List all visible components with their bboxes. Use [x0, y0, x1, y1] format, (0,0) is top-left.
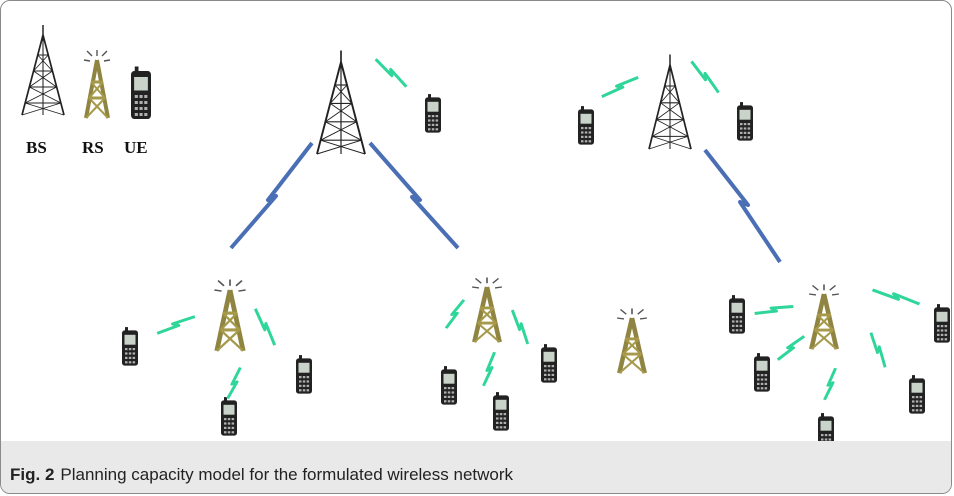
- backhaul-link-bs2-rs4: [703, 148, 782, 264]
- caption-text: Planning capacity model for the formulat…: [60, 465, 514, 484]
- ue-bs2-right-icon: [737, 102, 753, 141]
- access-link-rs4-ue-2: [776, 329, 806, 367]
- backhaul-link-bs1-rs2: [368, 141, 460, 250]
- legend-relay-station-icon: [82, 48, 112, 120]
- legend-base-station-icon: [21, 24, 65, 116]
- relay-station-2-icon: [472, 278, 502, 343]
- access-link-bs1-ue: [369, 57, 413, 89]
- ue-rs4-1-icon: [729, 295, 745, 334]
- caption-bar: [1, 441, 951, 493]
- figure-caption: Fig. 2 Planning capacity model for the fo…: [10, 465, 513, 485]
- access-link-rs4-ue-1: [753, 295, 795, 325]
- relay-station-3-icon: [617, 309, 647, 374]
- ue-rs2-left-icon: [441, 366, 457, 405]
- access-link-bs2-ue-left: [600, 68, 640, 106]
- access-link-rs4-ue-5: [869, 288, 923, 306]
- ue-rs1-right-icon: [296, 355, 312, 394]
- ue-rs2-right-icon: [541, 344, 557, 383]
- ue-rs1-bottom-icon: [221, 397, 237, 436]
- access-link-rs2-ue-bottom: [481, 350, 497, 388]
- ue-bs2-left-icon: [578, 106, 594, 145]
- ue-rs1-left-icon: [122, 327, 138, 366]
- access-link-rs4-ue-4: [861, 331, 895, 369]
- access-link-rs1-ue-left: [155, 307, 197, 343]
- relay-station-1-icon: [214, 280, 245, 351]
- ue-rs4-4-icon: [909, 375, 925, 414]
- base-station-2-icon: [648, 53, 692, 150]
- legend-label-ue: UE: [124, 138, 148, 157]
- ue-rs2-bottom-icon: [493, 392, 509, 431]
- figure-number: Fig. 2: [10, 465, 55, 484]
- legend-label-bs: BS: [26, 138, 47, 157]
- access-link-rs2-ue-left: [444, 295, 466, 333]
- legend-label-rs: RS: [82, 138, 104, 157]
- backhaul-link-bs1-rs1: [229, 141, 314, 250]
- ue-bs1-icon: [425, 94, 441, 133]
- access-link-bs2-ue-right: [684, 59, 726, 95]
- legend-user-equipment-icon: [131, 66, 151, 119]
- ue-rs4-2-icon: [754, 353, 770, 392]
- access-link-rs1-ue-bottom: [226, 365, 242, 401]
- access-link-rs4-ue-3: [822, 366, 838, 402]
- base-station-1-icon: [316, 49, 366, 155]
- ue-rs4-5-icon: [934, 304, 950, 343]
- access-link-rs1-ue-right: [246, 307, 284, 347]
- relay-station-4-icon: [809, 285, 839, 350]
- access-link-rs2-ue-right: [503, 308, 537, 346]
